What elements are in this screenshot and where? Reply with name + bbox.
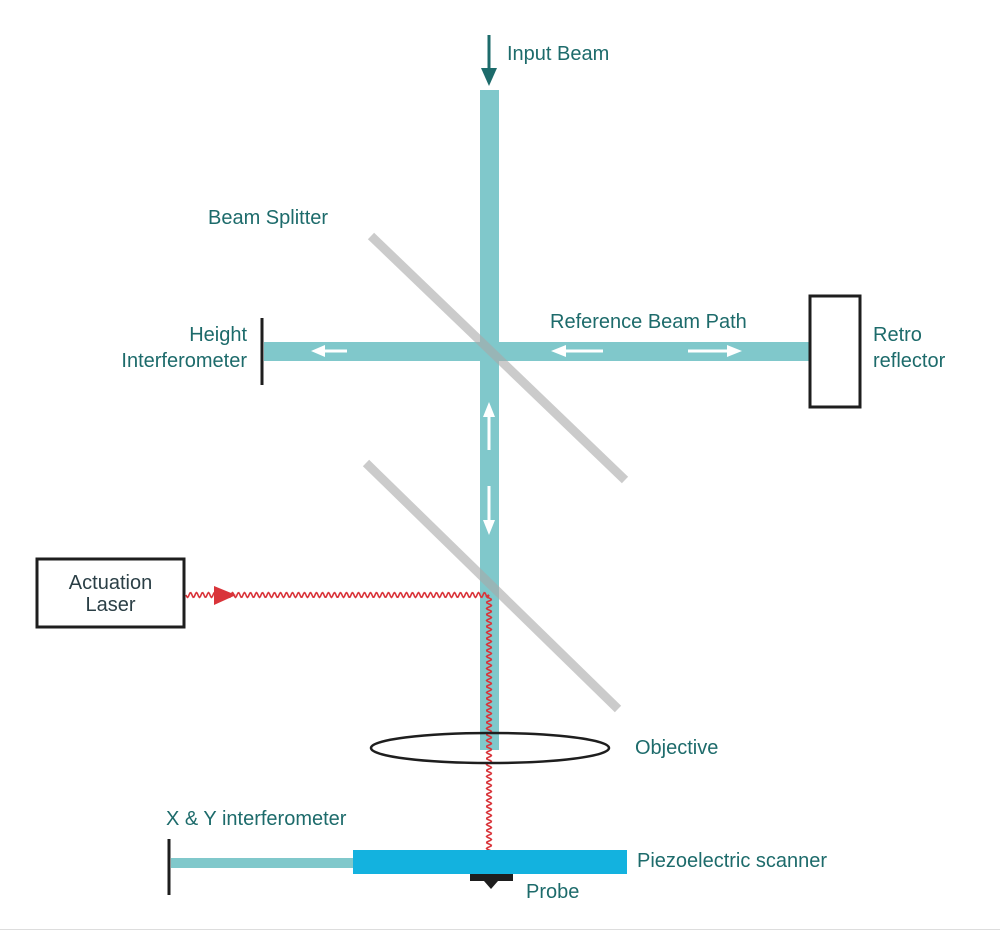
- reference-beam-path-label: Reference Beam Path: [550, 311, 747, 333]
- bottom-divider: [0, 929, 1000, 930]
- objective-label: Objective: [635, 737, 719, 759]
- retro-reflector-box: [808, 294, 862, 409]
- retro-reflector-label: Retro reflector: [873, 324, 945, 372]
- piezo-scanner-label: Piezoelectric scanner: [637, 850, 828, 872]
- xy-interferometer-beam: [171, 858, 354, 868]
- arrow-right-to-retro-icon: [688, 345, 742, 357]
- height-interferometer-line-1: Height: [189, 324, 247, 346]
- reference-beam: [264, 342, 809, 361]
- probe: [470, 874, 513, 889]
- arrow-up-icon: [483, 402, 495, 450]
- height-interferometer-line-2: Interferometer: [121, 350, 247, 372]
- actuation-laser-line-1: Actuation: [68, 572, 153, 594]
- beam-splitter-lower: [362, 459, 622, 713]
- arrow-left-to-height-icon: [311, 345, 347, 357]
- beam-splitter-upper: [367, 232, 629, 484]
- actuation-laser-label: Actuation Laser: [40, 572, 181, 616]
- probe-label: Probe: [526, 881, 580, 903]
- actuation-laser-line-2: Laser: [85, 594, 136, 616]
- input-beam-label: Input Beam: [507, 43, 610, 65]
- actuation-laser-wave-horizontal: [185, 591, 490, 599]
- actuation-laser-arrowhead-icon: [214, 586, 236, 605]
- input-beam-arrow: [481, 35, 497, 86]
- retro-reflector-line-2: reflector: [873, 350, 946, 372]
- beam-splitter-label: Beam Splitter: [208, 207, 329, 229]
- actuation-laser-wave-vertical: [485, 594, 493, 879]
- arrow-down-icon: [483, 486, 495, 535]
- objective-lens: [369, 731, 611, 765]
- height-interferometer-label: Height Interferometer: [60, 324, 247, 372]
- xy-interferometer-label: X & Y interferometer: [166, 808, 347, 830]
- piezo-scanner: [353, 850, 627, 874]
- retro-reflector-line-1: Retro: [873, 324, 922, 346]
- arrow-left-reference-icon: [551, 345, 603, 357]
- actuation-laser-box: [35, 557, 186, 629]
